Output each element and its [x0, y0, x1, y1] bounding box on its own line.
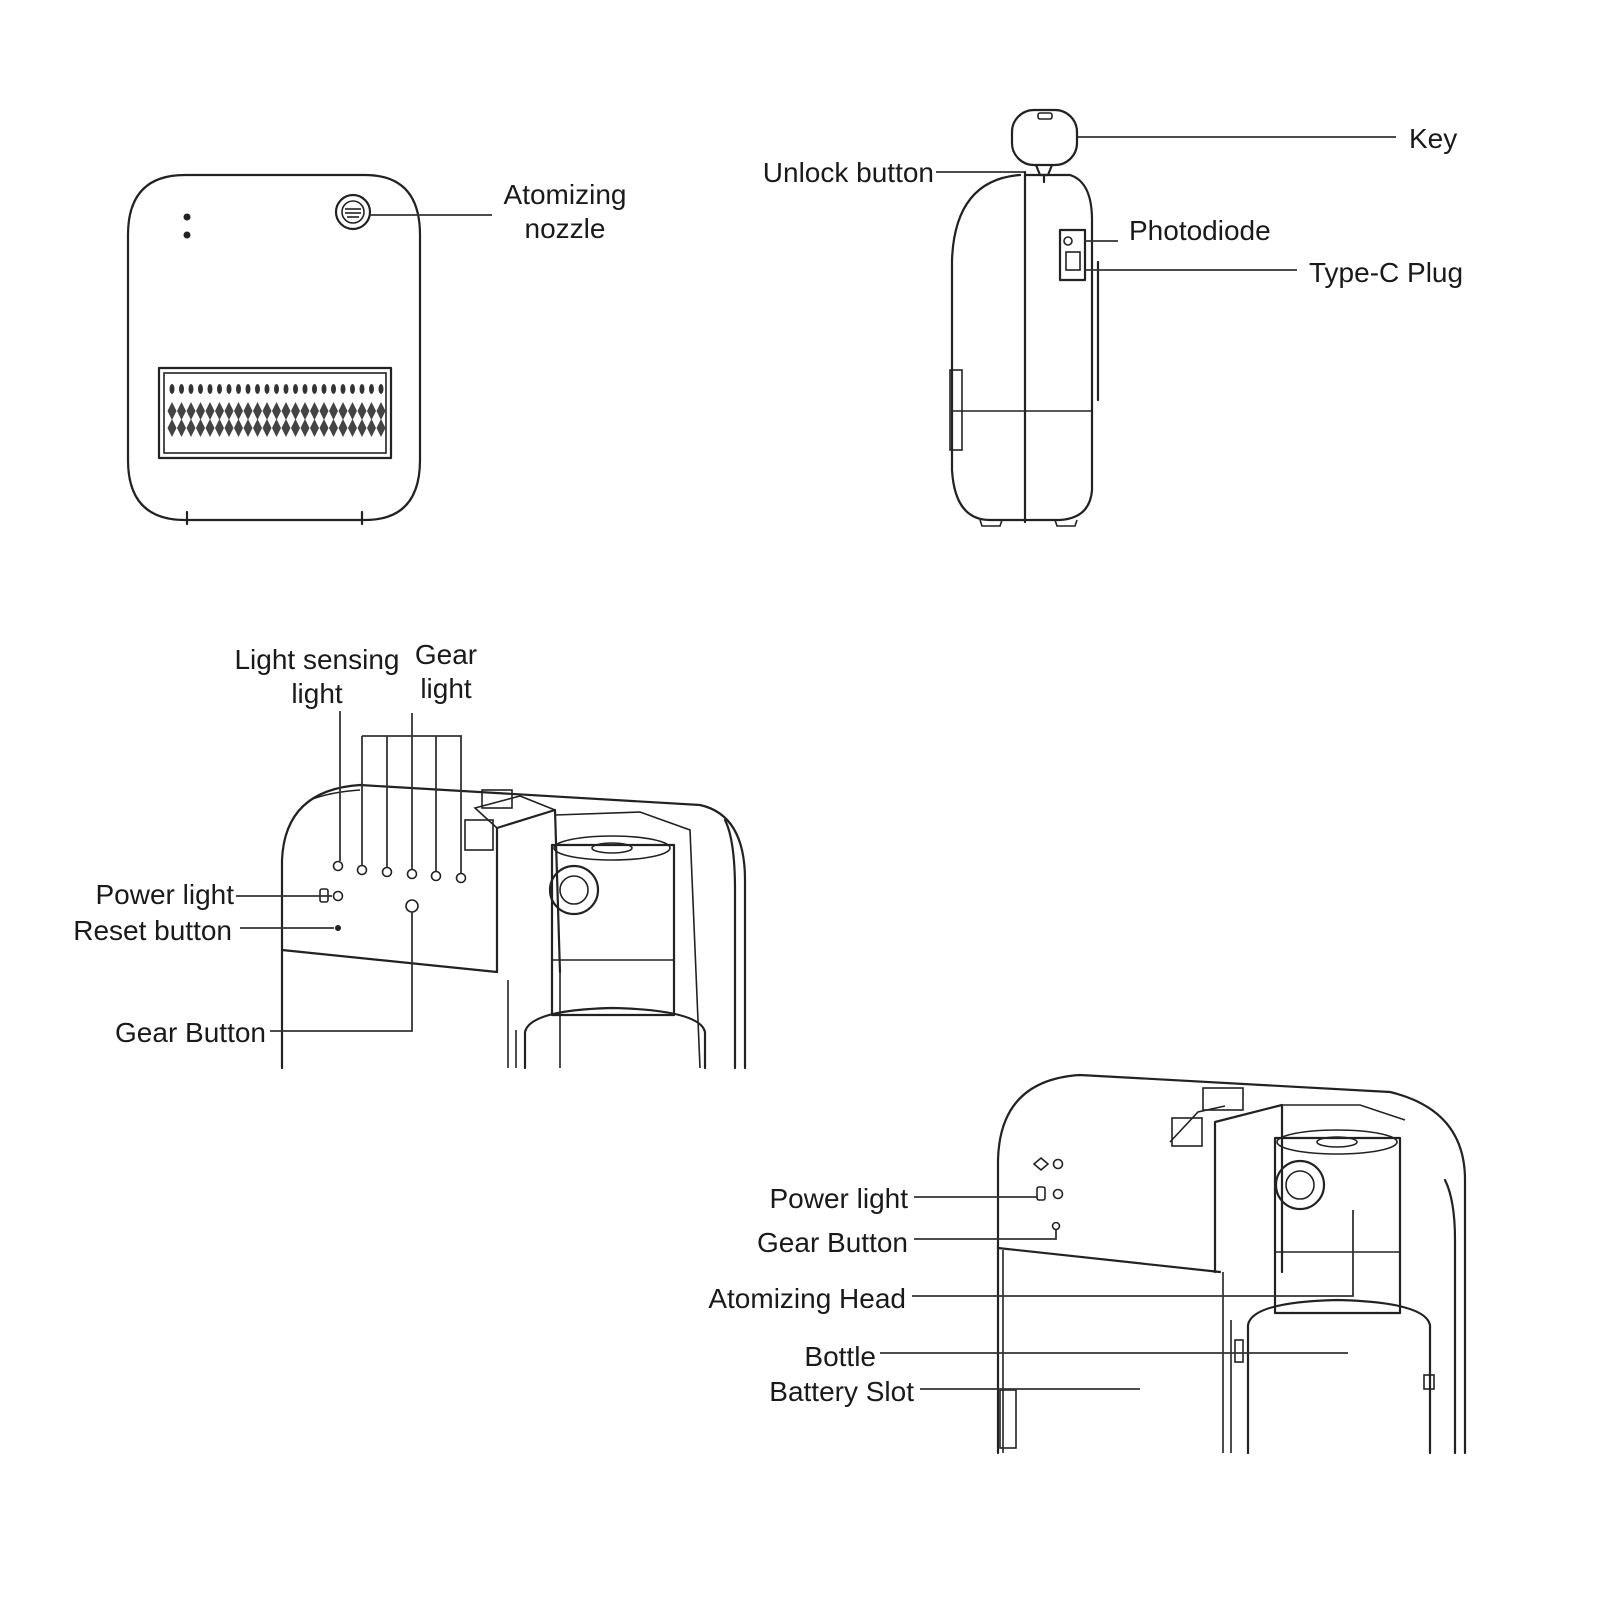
- battery-slot-label: Battery Slot: [769, 1376, 914, 1407]
- atomizing-head-label: Atomizing Head: [708, 1283, 906, 1314]
- gear-button-label: Gear Button: [115, 1017, 266, 1048]
- reset-button-label: Reset button: [73, 915, 232, 946]
- unlock-button-label: Unlock button: [762, 157, 934, 188]
- vent-grille: [157, 366, 393, 460]
- photodiode-icon: [1063, 236, 1073, 246]
- photodiode-label: Photodiode: [1129, 215, 1271, 246]
- indicator-dot: [183, 231, 191, 239]
- gear-button-icon: [405, 899, 419, 913]
- internal-view: [880, 1073, 1467, 1455]
- front-view: [126, 173, 492, 526]
- atomizing-nozzle-icon: [334, 193, 372, 231]
- internal-power-light-label: Power light: [769, 1183, 908, 1214]
- internal-gear-button-label: Gear Button: [757, 1227, 908, 1258]
- control-panel-view: [236, 711, 747, 1070]
- light-sensing-light-label: Light sensing light: [234, 644, 400, 709]
- gear-light-label: Gear light: [414, 639, 478, 704]
- power-light-icon: [1052, 1188, 1064, 1200]
- indicator-dot: [183, 213, 191, 221]
- type-c-plug-label: Type-C Plug: [1309, 257, 1464, 288]
- atomizing-nozzle-label: Atomizing nozzle: [503, 179, 627, 244]
- type-c-port-icon: [1065, 251, 1081, 271]
- power-light-label: Power light: [95, 879, 234, 910]
- key-label: Key: [1409, 123, 1458, 154]
- bottle-label: Bottle: [804, 1341, 876, 1372]
- power-light-icon: [332, 890, 344, 902]
- gear-button-icon: [1051, 1221, 1061, 1231]
- side-view: [936, 108, 1396, 527]
